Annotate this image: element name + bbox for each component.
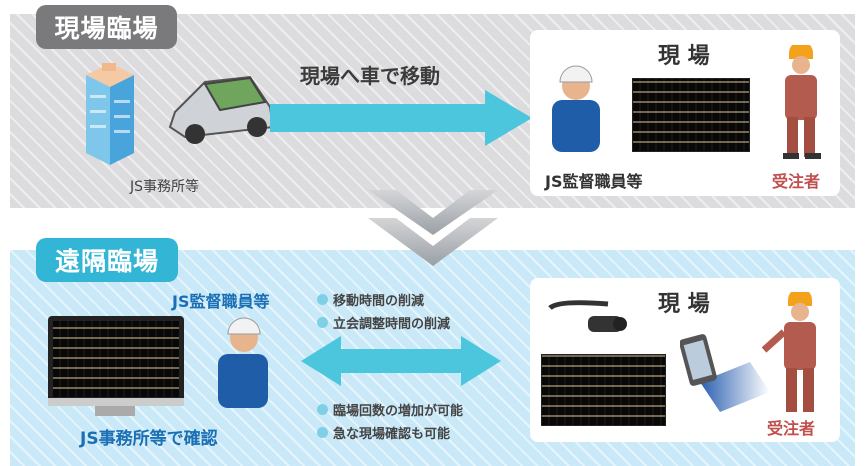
- benefits-list-bottom: 臨場回数の増加が可能 急な現場確認も可能: [317, 400, 463, 442]
- contractor-figure-icon: [783, 45, 821, 159]
- benefit-item: 立会調整時間の削減: [317, 313, 450, 332]
- site-title: 現 場: [658, 44, 710, 69]
- inspector-label: JS監督職員等: [545, 172, 643, 191]
- contractor-label: 受注者: [772, 172, 821, 191]
- on-site-tag: 現場臨場: [36, 5, 177, 49]
- smartphone-hand-icon: [680, 334, 770, 412]
- chevron-down-icon: [368, 190, 498, 266]
- remote-inspector-label: JS監督職員等: [172, 292, 270, 311]
- double-arrow-icon: [301, 336, 501, 386]
- monitor-icon: [48, 316, 184, 402]
- office-label: JS事務所等: [130, 179, 200, 195]
- car-icon: [168, 75, 275, 144]
- remote-contractor-figure-icon: [762, 292, 816, 412]
- remote-contractor-label: 受注者: [767, 419, 816, 438]
- remote-inspector-figure-icon: [218, 317, 268, 408]
- benefit-item: 移動時間の削減: [317, 290, 450, 309]
- site-photo: [632, 78, 750, 152]
- inspector-figure-icon: [552, 65, 600, 152]
- wearable-camera-icon: [548, 300, 627, 332]
- remote-site-photo: [541, 354, 666, 426]
- remote-site-title: 現 場: [658, 292, 710, 317]
- travel-by-car-text: 現場へ車で移動: [300, 64, 440, 88]
- remote-tag: 遠隔臨場: [36, 238, 178, 282]
- remote-office-label: JS事務所等で確認: [80, 429, 218, 449]
- benefit-item: 急な現場確認も可能: [317, 423, 463, 442]
- office-building-icon: [86, 63, 134, 165]
- benefits-list-top: 移動時間の削減 立会調整時間の削減: [317, 290, 450, 332]
- benefit-item: 臨場回数の増加が可能: [317, 400, 463, 419]
- right-arrow-icon: [270, 90, 532, 146]
